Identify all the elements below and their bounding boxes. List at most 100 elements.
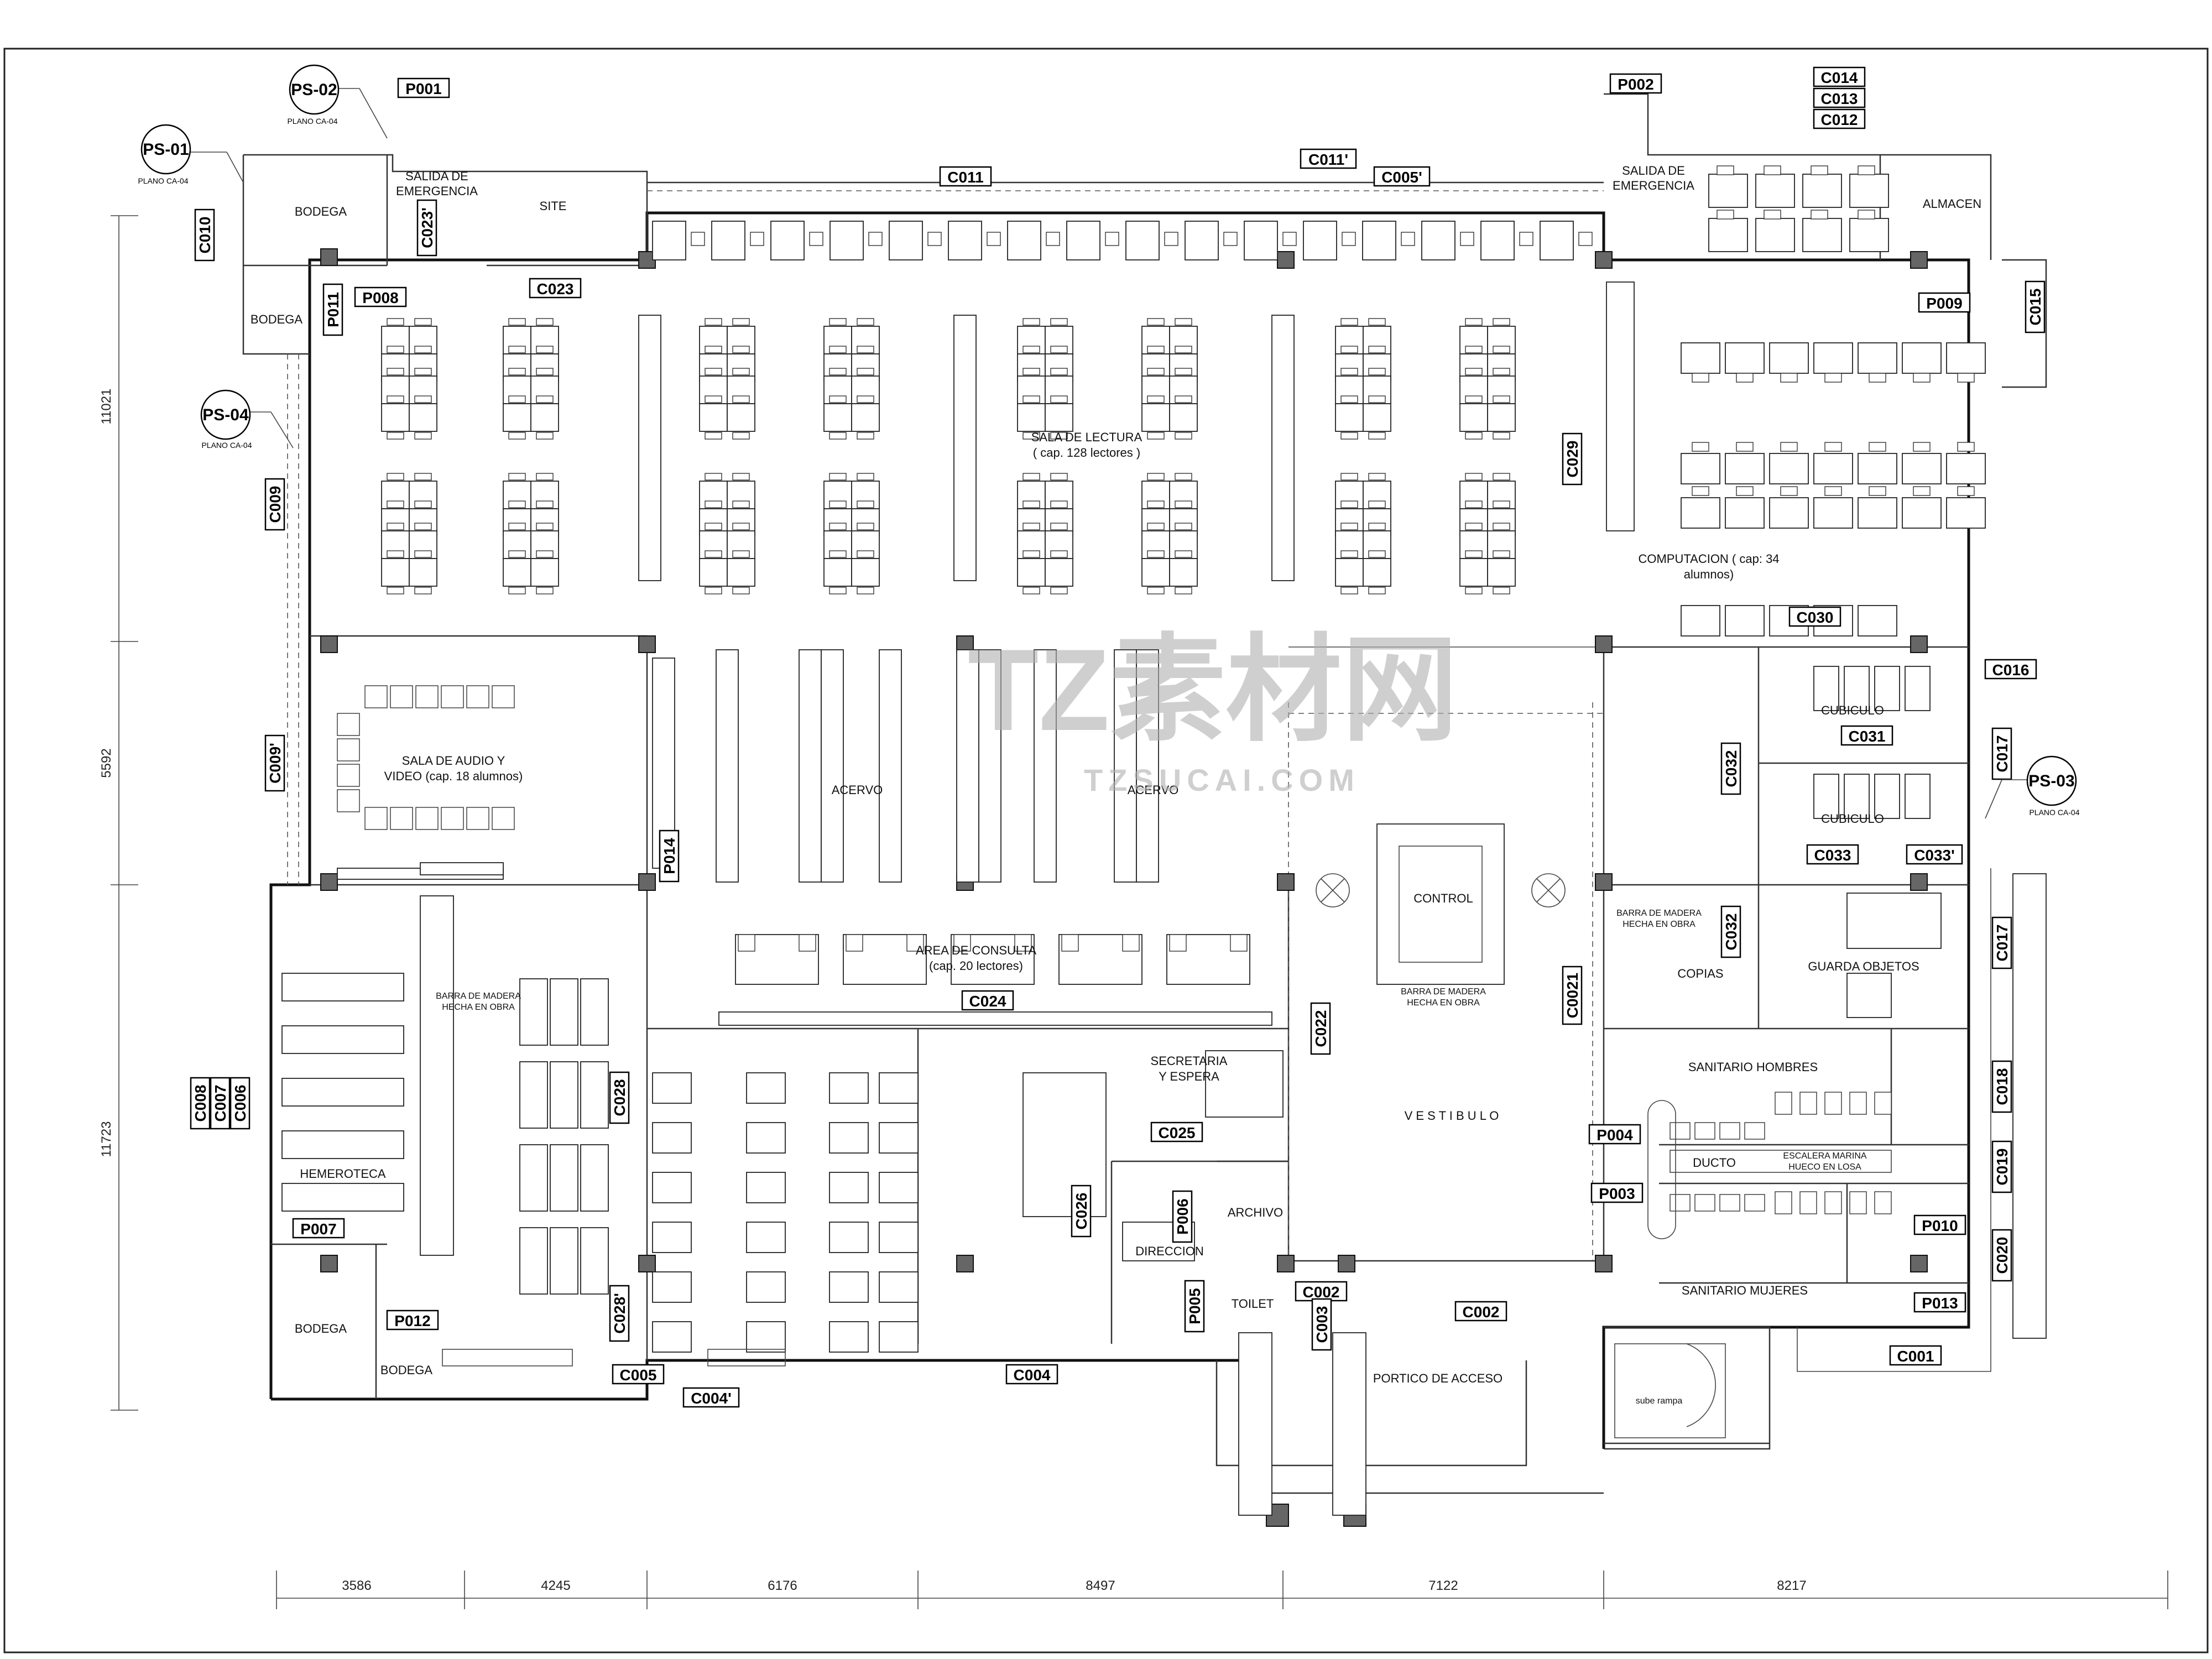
chair — [1342, 232, 1356, 246]
svg-text:C024: C024 — [969, 993, 1006, 1010]
chair — [1014, 934, 1032, 952]
chair — [1282, 232, 1297, 246]
dimension-left: 11021 5592 11723 — [99, 215, 138, 1411]
study-desk — [829, 1072, 869, 1104]
study-desk — [879, 1072, 919, 1104]
svg-text:P002: P002 — [1618, 76, 1653, 93]
chair — [1147, 587, 1165, 594]
dimension-value: 4245 — [541, 1578, 570, 1593]
sink — [1694, 1122, 1715, 1140]
section-marker-ps02: PS-02 PLANO CA-04 — [287, 64, 388, 139]
hemeroteca-table — [550, 1144, 578, 1212]
room-label: HEMEROTECA — [300, 1167, 386, 1181]
carrel-desk — [1421, 221, 1455, 260]
room-label: ACERVO — [1128, 783, 1179, 797]
workstation — [1681, 342, 1720, 374]
svg-text:C002: C002 — [1463, 1303, 1500, 1321]
chair — [1050, 587, 1068, 594]
chair — [829, 500, 847, 508]
chair — [732, 523, 750, 530]
chair — [466, 807, 489, 830]
reading-table — [409, 403, 437, 432]
reading-table — [727, 530, 755, 559]
chair — [927, 232, 942, 246]
room-label: ACERVO — [832, 783, 883, 797]
chair — [1022, 587, 1040, 594]
svg-text:C008: C008 — [192, 1085, 209, 1122]
chair — [1223, 232, 1238, 246]
chair — [1764, 165, 1781, 175]
chair — [1465, 346, 1483, 353]
svg-text:C032: C032 — [1723, 750, 1740, 787]
chair — [732, 473, 750, 481]
tag-c015: C015 — [2025, 280, 2046, 333]
book-stack — [821, 649, 844, 883]
chair — [536, 523, 554, 530]
reception-counter — [1022, 1072, 1107, 1217]
workstation — [1708, 174, 1748, 208]
tag-c004p: C004' — [682, 1387, 740, 1408]
study-desk — [746, 1321, 786, 1353]
chair — [390, 685, 413, 708]
chair — [953, 934, 971, 952]
chair — [1022, 500, 1040, 508]
reading-table — [381, 558, 410, 587]
chair — [1736, 442, 1754, 452]
tag-p008: P008 — [354, 286, 407, 307]
svg-text:PS-03: PS-03 — [2028, 772, 2074, 790]
book-stack — [879, 649, 902, 883]
carrel-desk — [1185, 221, 1219, 260]
chair — [857, 432, 874, 440]
svg-text:C012: C012 — [1821, 111, 1858, 128]
chair — [1368, 523, 1386, 530]
cubicle-table — [1844, 774, 1870, 819]
hemeroteca-table — [550, 1227, 578, 1295]
svg-text:C017: C017 — [1994, 925, 2011, 962]
chair — [1122, 934, 1140, 952]
chair — [1169, 934, 1187, 952]
study-desk — [746, 1271, 786, 1303]
chair — [1022, 523, 1040, 530]
carrel-desk — [1362, 221, 1396, 260]
chair — [414, 523, 432, 530]
tag-c031: C031 — [1840, 725, 1893, 746]
reading-table — [409, 558, 437, 587]
room-label: ARCHIVO — [1228, 1206, 1283, 1219]
chair — [1022, 368, 1040, 375]
chair — [1957, 486, 1975, 496]
tag-p012: P012 — [386, 1310, 439, 1331]
workstation — [1946, 342, 1986, 374]
svg-text:C028: C028 — [611, 1079, 628, 1117]
chair — [536, 500, 554, 508]
tag-c032a: C032 — [1720, 742, 1741, 795]
room-label: SALA DE AUDIO Y — [402, 754, 505, 768]
tag-c013: C013 — [1813, 87, 1866, 108]
chair — [857, 473, 874, 481]
chair — [1022, 432, 1040, 440]
workstation — [1755, 174, 1795, 208]
chair — [1736, 373, 1754, 383]
chair — [536, 346, 554, 353]
chair — [1050, 523, 1068, 530]
room-label: alumnos) — [1684, 567, 1734, 581]
chair — [1824, 373, 1842, 383]
room-label: HECHA EN OBRA — [1407, 998, 1480, 1008]
chair — [1824, 442, 1842, 452]
locker — [1846, 973, 1892, 1018]
cubicle-table — [1813, 774, 1839, 819]
chair — [508, 587, 526, 594]
chair — [1465, 587, 1483, 594]
tag-p002: P002 — [1609, 73, 1662, 94]
chair — [1061, 934, 1079, 952]
chair — [738, 934, 755, 952]
chair — [390, 807, 413, 830]
workstation — [1858, 453, 1897, 484]
svg-text:C023: C023 — [537, 280, 574, 298]
svg-text:C016: C016 — [1992, 661, 2030, 679]
chair — [1022, 346, 1040, 353]
carrel-desk — [1125, 221, 1160, 260]
toilet — [1824, 1191, 1842, 1214]
chair — [414, 500, 432, 508]
chair — [705, 432, 722, 440]
hemeroteca-counter — [420, 895, 454, 1256]
